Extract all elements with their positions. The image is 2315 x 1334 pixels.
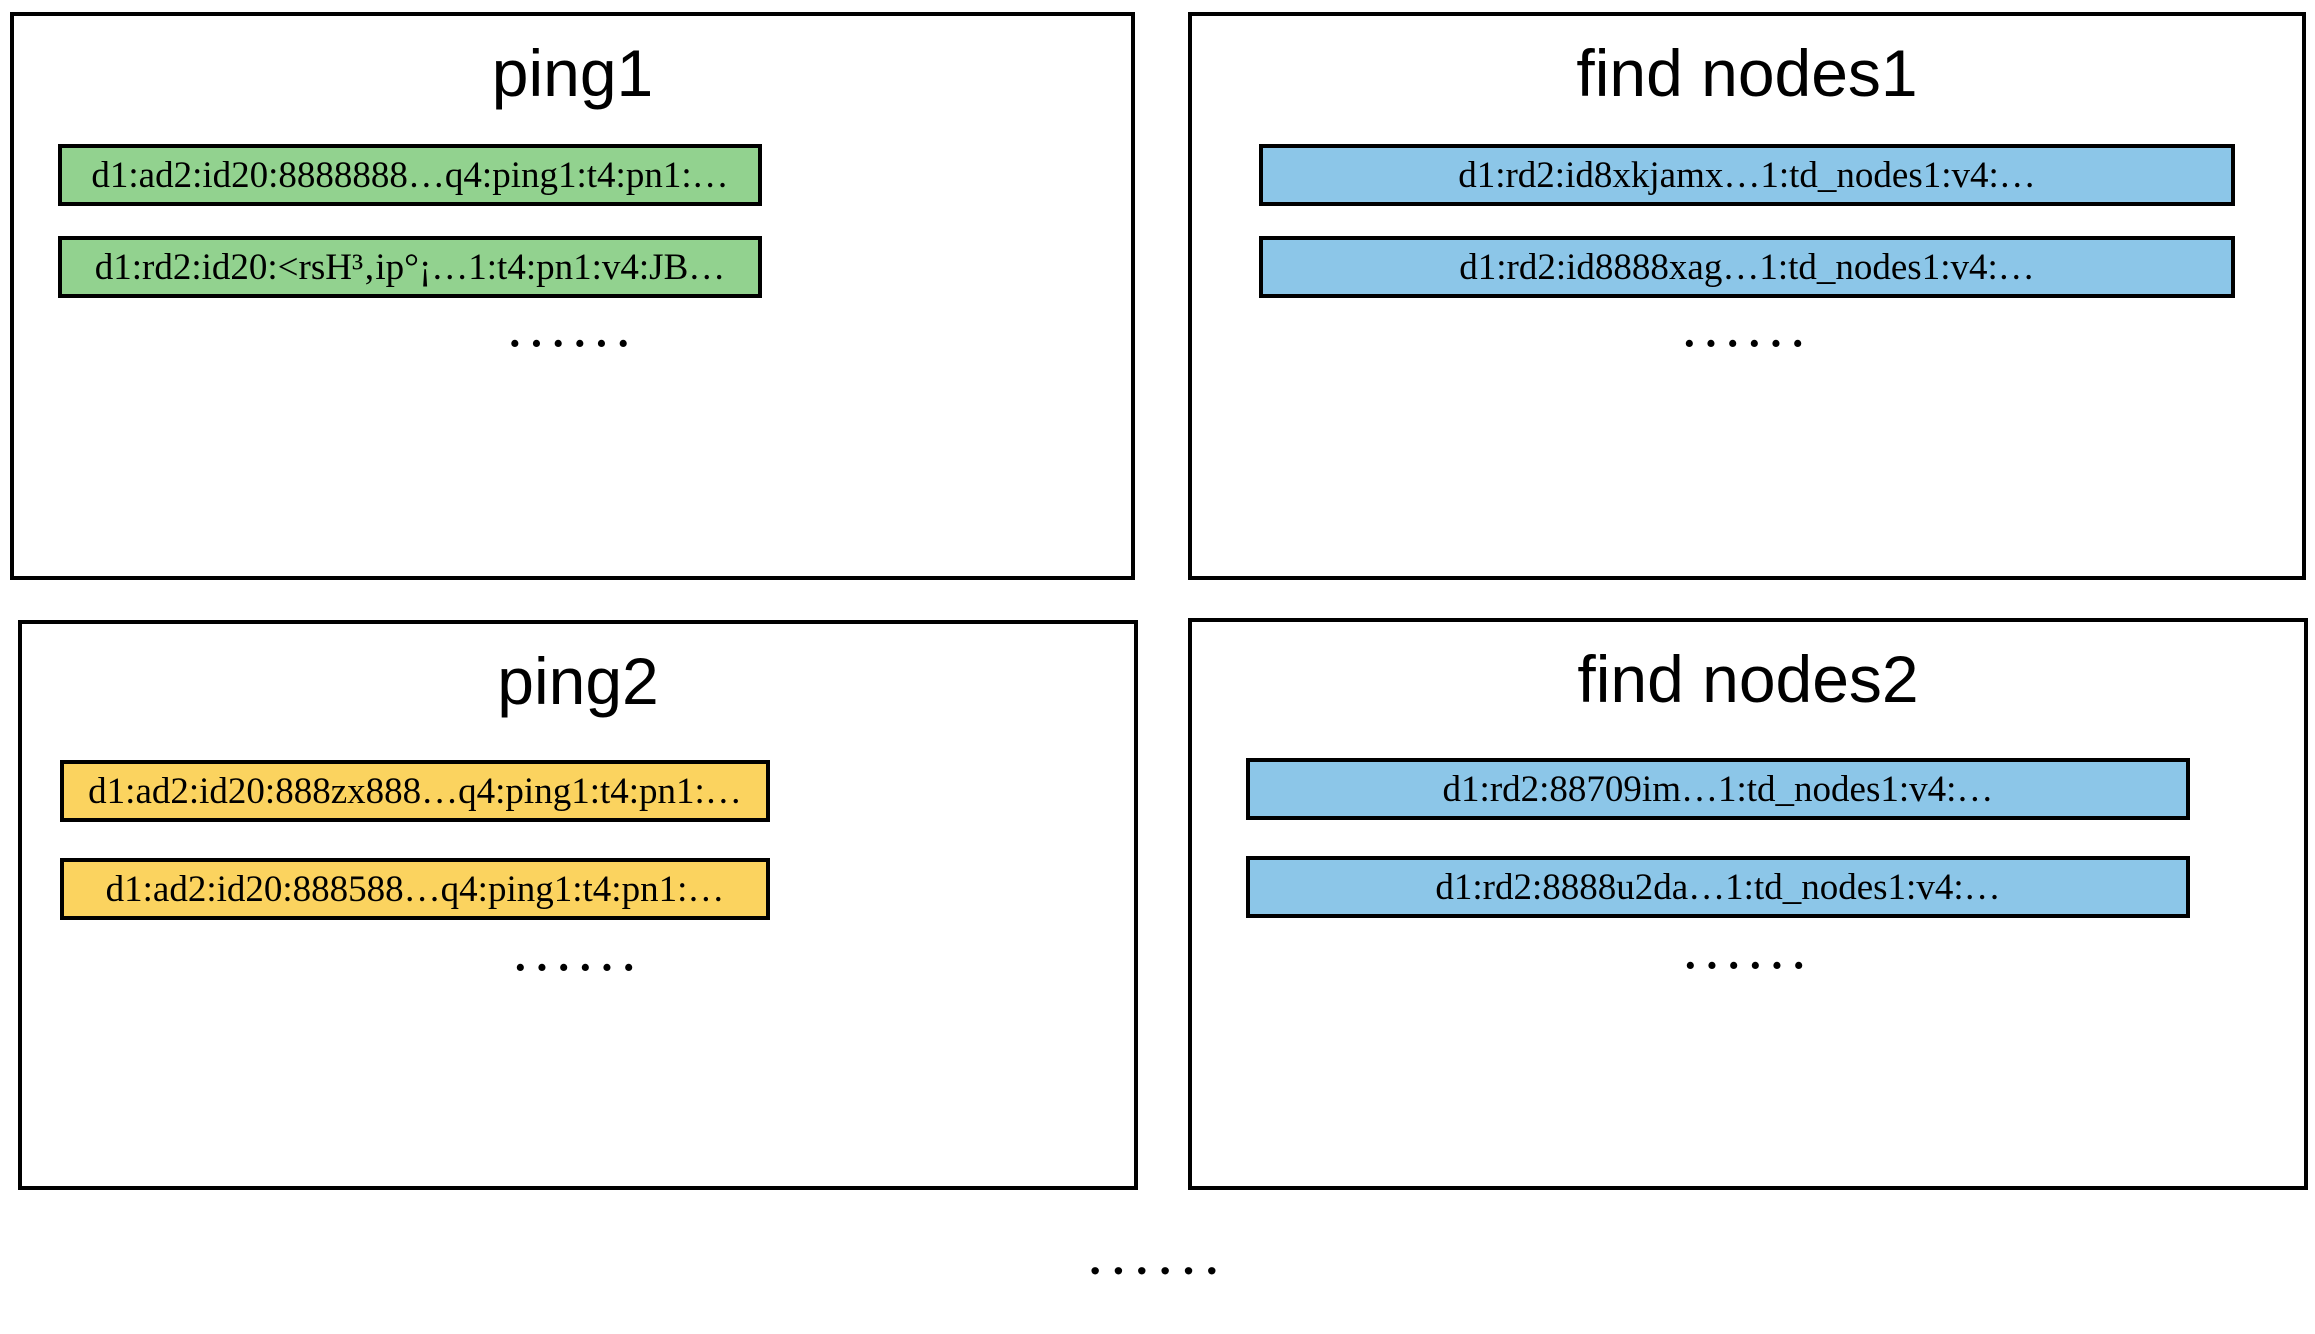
- message-row[interactable]: d1:rd2:id20:<rsH³‚ip°¡…1:t4:pn1:v4:JB…: [58, 236, 762, 298]
- message-row[interactable]: d1:ad2:id20:8888888…q4:ping1:t4:pn1:…: [58, 144, 762, 206]
- message-row[interactable]: d1:rd2:id8xkjamx…1:td_nodes1:v4:…: [1259, 144, 2235, 206]
- message-row[interactable]: d1:ad2:id20:888zx888…q4:ping1:t4:pn1:…: [60, 760, 770, 822]
- message-text: d1:rd2:88709im…1:td_nodes1:v4:…: [1442, 768, 1994, 810]
- panel-ping1: ping1 d1:ad2:id20:8888888…q4:ping1:t4:pn…: [10, 12, 1135, 580]
- message-text: d1:rd2:id8888xag…1:td_nodes1:v4:…: [1459, 246, 2035, 288]
- panel-title-find-nodes2: find nodes2: [1577, 642, 1919, 716]
- message-text: d1:ad2:id20:8888888…q4:ping1:t4:pn1:…: [91, 154, 729, 196]
- message-row[interactable]: d1:ad2:id20:888588…q4:ping1:t4:pn1:…: [60, 858, 770, 920]
- message-row[interactable]: d1:rd2:id8888xag…1:td_nodes1:v4:…: [1259, 236, 2235, 298]
- panel-title-ping1: ping1: [491, 36, 654, 110]
- message-text: d1:ad2:id20:888588…q4:ping1:t4:pn1:…: [105, 868, 725, 910]
- panel-ellipsis: ······: [512, 943, 644, 992]
- panel-title-ping2: ping2: [497, 644, 659, 718]
- figure-bottom-ellipsis: ······: [1087, 1245, 1228, 1296]
- message-list-ping2: d1:ad2:id20:888zx888…q4:ping1:t4:pn1:… d…: [22, 760, 1134, 990]
- message-text: d1:rd2:8888u2da…1:td_nodes1:v4:…: [1435, 866, 2001, 908]
- message-list-ping1: d1:ad2:id20:8888888…q4:ping1:t4:pn1:… d1…: [14, 144, 1131, 366]
- message-text: d1:ad2:id20:888zx888…q4:ping1:t4:pn1:…: [88, 770, 742, 812]
- panel-ping2: ping2 d1:ad2:id20:888zx888…q4:ping1:t4:p…: [18, 620, 1138, 1190]
- panel-ellipsis: ······: [507, 319, 638, 368]
- panel-title-find-nodes1: find nodes1: [1576, 36, 1918, 110]
- message-list-find-nodes1: d1:rd2:id8xkjamx…1:td_nodes1:v4:… d1:rd2…: [1192, 144, 2302, 366]
- message-row[interactable]: d1:rd2:88709im…1:td_nodes1:v4:…: [1246, 758, 2190, 820]
- panel-find-nodes2: find nodes2 d1:rd2:88709im…1:td_nodes1:v…: [1188, 618, 2308, 1190]
- message-text: d1:rd2:id8xkjamx…1:td_nodes1:v4:…: [1458, 154, 2036, 196]
- panel-ellipsis: ······: [1681, 319, 1813, 368]
- message-text: d1:rd2:id20:<rsH³‚ip°¡…1:t4:pn1:v4:JB…: [94, 246, 726, 288]
- panel-ellipsis: ······: [1682, 941, 1814, 990]
- panel-find-nodes1: find nodes1 d1:rd2:id8xkjamx…1:td_nodes1…: [1188, 12, 2306, 580]
- message-list-find-nodes2: d1:rd2:88709im…1:td_nodes1:v4:… d1:rd2:8…: [1192, 758, 2304, 988]
- message-row[interactable]: d1:rd2:8888u2da…1:td_nodes1:v4:…: [1246, 856, 2190, 918]
